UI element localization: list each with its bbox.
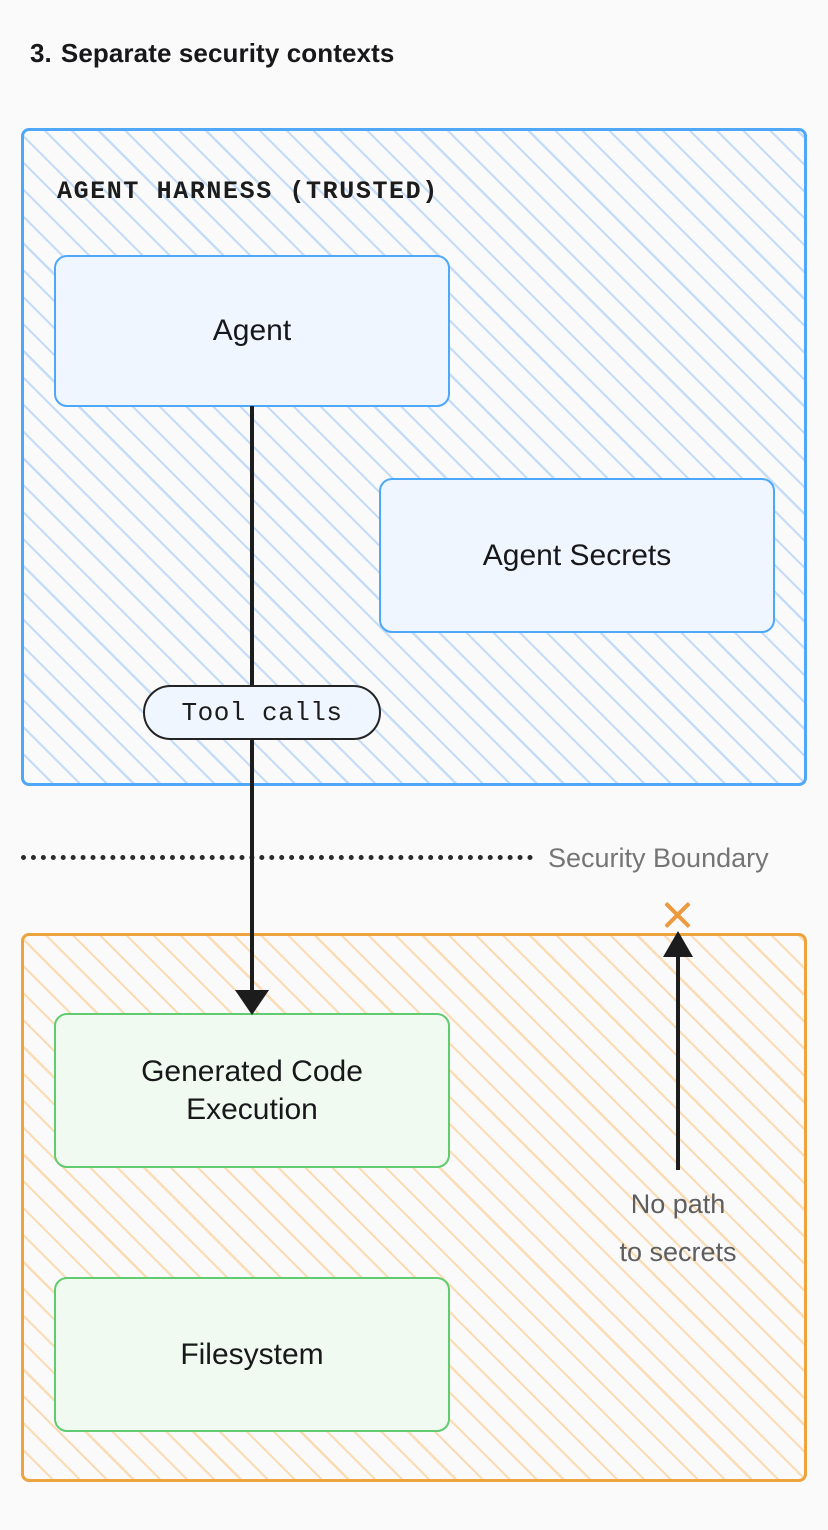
tool-calls-arrowhead-icon	[235, 990, 269, 1015]
node-agent[interactable]: Agent	[54, 255, 450, 407]
blocked-path-label-line-2: to secrets	[619, 1237, 737, 1268]
node-label-line-2: Execution	[186, 1092, 318, 1126]
page-title-text: Separate security contexts	[60, 38, 395, 68]
blocked-path-arrowhead-icon	[663, 931, 693, 957]
node-agent-secrets[interactable]: Agent Secrets	[379, 478, 775, 633]
security-boundary-line	[21, 855, 533, 860]
node-agent-secrets-label: Agent Secrets	[482, 538, 672, 572]
security-boundary-label: Security Boundary	[548, 843, 769, 873]
page-title-number: 3.	[30, 38, 52, 68]
x-mark-icon	[661, 898, 694, 931]
blocked-path-line	[676, 955, 680, 1170]
node-filesystem[interactable]: Filesystem	[54, 1277, 450, 1432]
node-agent-label: Agent	[212, 314, 292, 348]
blocked-path-label-line-1: No path	[630, 1189, 726, 1219]
node-generated-code-execution-label: Generated Code Execution	[141, 1053, 363, 1128]
trusted-zone-label: AGENT HARNESS (TRUSTED)	[57, 177, 439, 206]
node-filesystem-label: Filesystem	[180, 1337, 324, 1371]
page-title: 3. Separate security contexts	[30, 38, 394, 69]
trusted-zone-container: AGENT HARNESS (TRUSTED)	[21, 128, 807, 786]
blocked-path-label: No path to secrets	[560, 1180, 796, 1276]
node-label-line-1: Generated Code	[141, 1055, 363, 1088]
node-generated-code-execution[interactable]: Generated Code Execution	[54, 1013, 450, 1168]
tool-calls-pill[interactable]: Tool calls	[143, 685, 381, 740]
tool-calls-pill-label: Tool calls	[181, 697, 343, 728]
